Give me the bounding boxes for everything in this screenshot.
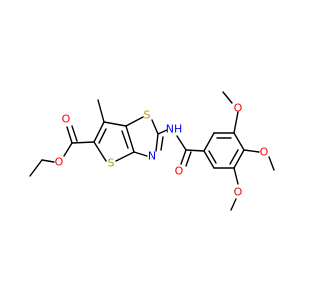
bond-ometa-bottom-ch3	[230, 198, 237, 211]
atom-o-methoxy-meta-bottom: O	[234, 186, 243, 199]
bond-ar1-ar2	[203, 132, 215, 152]
bond-ar4-ar5-double	[229, 149, 239, 165]
atom-s-thiophene: S	[108, 157, 115, 170]
bond-opara-ch3	[268, 156, 275, 171]
atom-s-thiazole: S	[144, 109, 151, 122]
bond-ar4-opara	[243, 149, 260, 153]
atom-nh: NH	[166, 123, 183, 136]
bond-ar5-ometa-bottom	[233, 167, 239, 185]
bond-c6-c7a	[103, 121, 127, 127]
atom-o-methoxy-para: O	[260, 146, 269, 159]
bond-n3-c3a	[133, 151, 148, 157]
bond-cester-o-carbonyl-double	[71, 125, 78, 142]
bond-s1-c2	[151, 119, 159, 135]
bond-methyl	[97, 99, 105, 123]
bond-nh-c	[176, 135, 187, 151]
bond-c-aryl	[185, 149, 205, 152]
bond-c6-c5	[93, 121, 105, 143]
bond-c7a-s1	[125, 116, 144, 127]
atom-n-thiazole: N	[148, 150, 156, 163]
bond-cester-o-carbonyl	[66, 126, 73, 144]
atom-o-methoxy-meta-top: O	[234, 102, 243, 115]
chemical-structure: S S N NH O O O O O O	[29, 91, 275, 211]
bond-c2-n3	[155, 133, 159, 152]
bond-c2-n3-double	[160, 136, 164, 151]
bond-ometa-top-ch3	[222, 91, 233, 104]
bond-c6-c5-double	[98, 128, 107, 144]
bond-c5-cester	[71, 141, 95, 144]
atom-o-amide: O	[175, 165, 184, 178]
bond-cester-o-ether	[63, 142, 73, 157]
atom-o-ester-ether: O	[55, 156, 64, 169]
bond-ar6-ar1-double	[208, 150, 217, 164]
bond-ar6-ar1	[203, 150, 215, 169]
bond-ch2-ch3	[29, 159, 43, 177]
atom-labels: S S N NH O O O O O O	[55, 102, 269, 199]
bond-s4-c3a	[115, 151, 135, 162]
bond-c-o-amide	[180, 149, 187, 165]
bond-c5-s4	[93, 141, 107, 162]
bond-c3a-c7a-double	[121, 130, 129, 149]
bonds	[29, 91, 275, 211]
bond-ar3-ar4	[233, 132, 245, 151]
atom-o-ester-carbonyl: O	[62, 113, 71, 126]
bond-c-o-amide-double	[185, 151, 192, 167]
bond-c2-nh	[157, 129, 168, 135]
bond-ar4-ar5	[233, 149, 245, 169]
bond-o-ether-ch2	[41, 159, 55, 163]
bond-c3a-c7a	[125, 125, 135, 153]
bond-ar3-ometa-top	[233, 111, 239, 134]
